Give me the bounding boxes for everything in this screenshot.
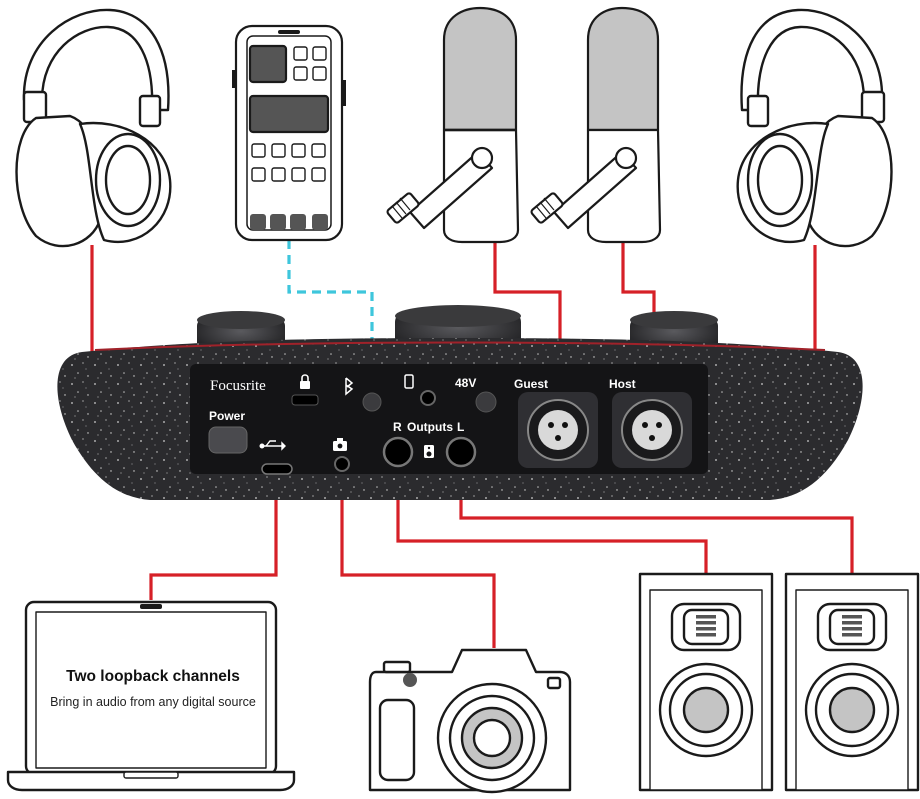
output-jack-left bbox=[445, 436, 477, 468]
laptop-title: Two loopback channels bbox=[66, 668, 240, 685]
host-label: Host bbox=[609, 377, 636, 391]
phone-jack bbox=[420, 390, 436, 406]
phone bbox=[232, 24, 346, 242]
camera-icon bbox=[333, 438, 347, 451]
guest-label: Guest bbox=[514, 377, 549, 391]
headphones-right bbox=[736, 8, 893, 248]
xlr-input-guest bbox=[518, 392, 598, 468]
power-label: Power bbox=[209, 409, 246, 423]
xlr-input-host bbox=[612, 392, 692, 468]
output-left-label: L bbox=[457, 420, 465, 434]
bluetooth-button bbox=[362, 392, 382, 412]
bluetooth-link bbox=[287, 240, 374, 402]
bluetooth-icon bbox=[345, 377, 354, 396]
power-button bbox=[208, 426, 248, 454]
kensington-slot bbox=[291, 394, 319, 406]
camera bbox=[368, 648, 572, 794]
phantom-power-button bbox=[475, 391, 497, 413]
phone-icon bbox=[404, 374, 414, 389]
cable-usb-laptop bbox=[149, 470, 278, 600]
outputs-label: Outputs bbox=[407, 420, 453, 434]
cable-camera bbox=[340, 462, 496, 648]
speaker-left-channel bbox=[784, 572, 920, 792]
speaker-icon bbox=[424, 445, 434, 458]
laptop bbox=[6, 600, 296, 792]
usb-c-port bbox=[261, 463, 293, 475]
laptop-subtitle: Bring in audio from any digital source bbox=[50, 695, 256, 709]
usb-icon bbox=[259, 440, 286, 451]
lock-icon bbox=[300, 374, 310, 389]
output-right-label: R bbox=[393, 420, 402, 434]
speaker-right-channel bbox=[638, 572, 774, 792]
camera-jack bbox=[334, 456, 350, 472]
headphones-left bbox=[15, 8, 172, 248]
phantom-power-label: 48V bbox=[455, 376, 477, 390]
brand-logo: Focusrite bbox=[210, 378, 266, 394]
microphone-guest bbox=[386, 6, 520, 244]
output-jack-right bbox=[382, 436, 414, 468]
microphone-host bbox=[530, 6, 662, 244]
audio-interface bbox=[57, 305, 863, 500]
